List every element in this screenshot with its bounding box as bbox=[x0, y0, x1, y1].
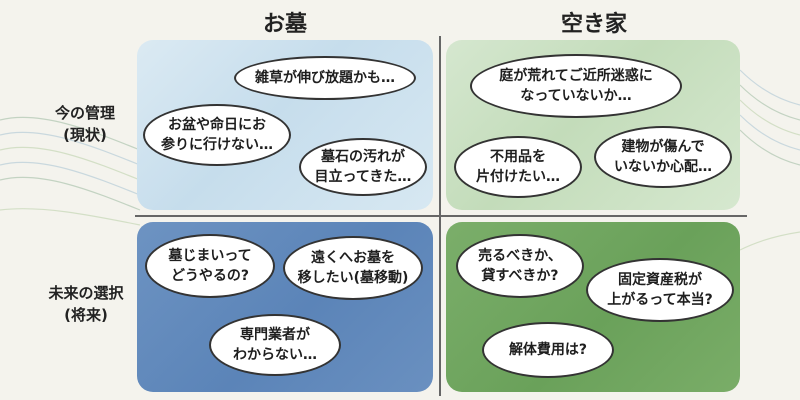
future-row-label-line1: 未来の選択 bbox=[48, 284, 124, 302]
horizontal-divider bbox=[135, 215, 747, 217]
speech-bubble: 解体費用は? bbox=[482, 322, 614, 378]
speech-bubble: 固定資産税が 上がるって本当? bbox=[586, 258, 734, 322]
future-row-label: 未来の選択 (将来) bbox=[36, 282, 136, 326]
speech-bubble: 庭が荒れてご近所迷惑に なっていないか… bbox=[470, 54, 682, 118]
house-future-panel: 売るべきか、 貸すべきか? 固定資産税が 上がるって本当? 解体費用は? bbox=[446, 222, 740, 392]
grave-future-panel: 墓じまいって どうやるの? 遠くへお墓を 移したい(墓移動) 専門業者が わから… bbox=[137, 222, 433, 392]
speech-bubble: 墓石の汚れが 目立ってきた… bbox=[299, 138, 427, 196]
speech-bubble: 専門業者が わからない… bbox=[209, 314, 341, 376]
speech-bubble: 遠くへお墓を 移したい(墓移動) bbox=[283, 236, 423, 300]
current-row-label-line2: (現状) bbox=[63, 126, 107, 144]
speech-bubble: 墓じまいって どうやるの? bbox=[145, 234, 275, 298]
vacant-house-column-header: 空き家 bbox=[560, 12, 627, 37]
grave-current-panel: 雑草が伸び放題かも… お盆や命日にお 参りに行けない… 墓石の汚れが 目立ってき… bbox=[137, 40, 433, 210]
speech-bubble: 売るべきか、 貸すべきか? bbox=[456, 234, 584, 298]
vertical-divider bbox=[439, 36, 441, 396]
future-row-label-line2: (将来) bbox=[64, 306, 108, 324]
house-current-panel: 庭が荒れてご近所迷惑に なっていないか… 不用品を 片付けたい… 建物が傷んで … bbox=[446, 40, 740, 210]
speech-bubble: 建物が傷んで いないか心配… bbox=[594, 126, 732, 188]
current-row-label: 今の管理 (現状) bbox=[40, 102, 130, 146]
grave-column-header: お墓 bbox=[262, 12, 307, 37]
speech-bubble: お盆や命日にお 参りに行けない… bbox=[143, 104, 291, 166]
speech-bubble: 雑草が伸び放題かも… bbox=[234, 56, 416, 100]
current-row-label-line1: 今の管理 bbox=[54, 104, 115, 122]
speech-bubble: 不用品を 片付けたい… bbox=[454, 136, 582, 198]
